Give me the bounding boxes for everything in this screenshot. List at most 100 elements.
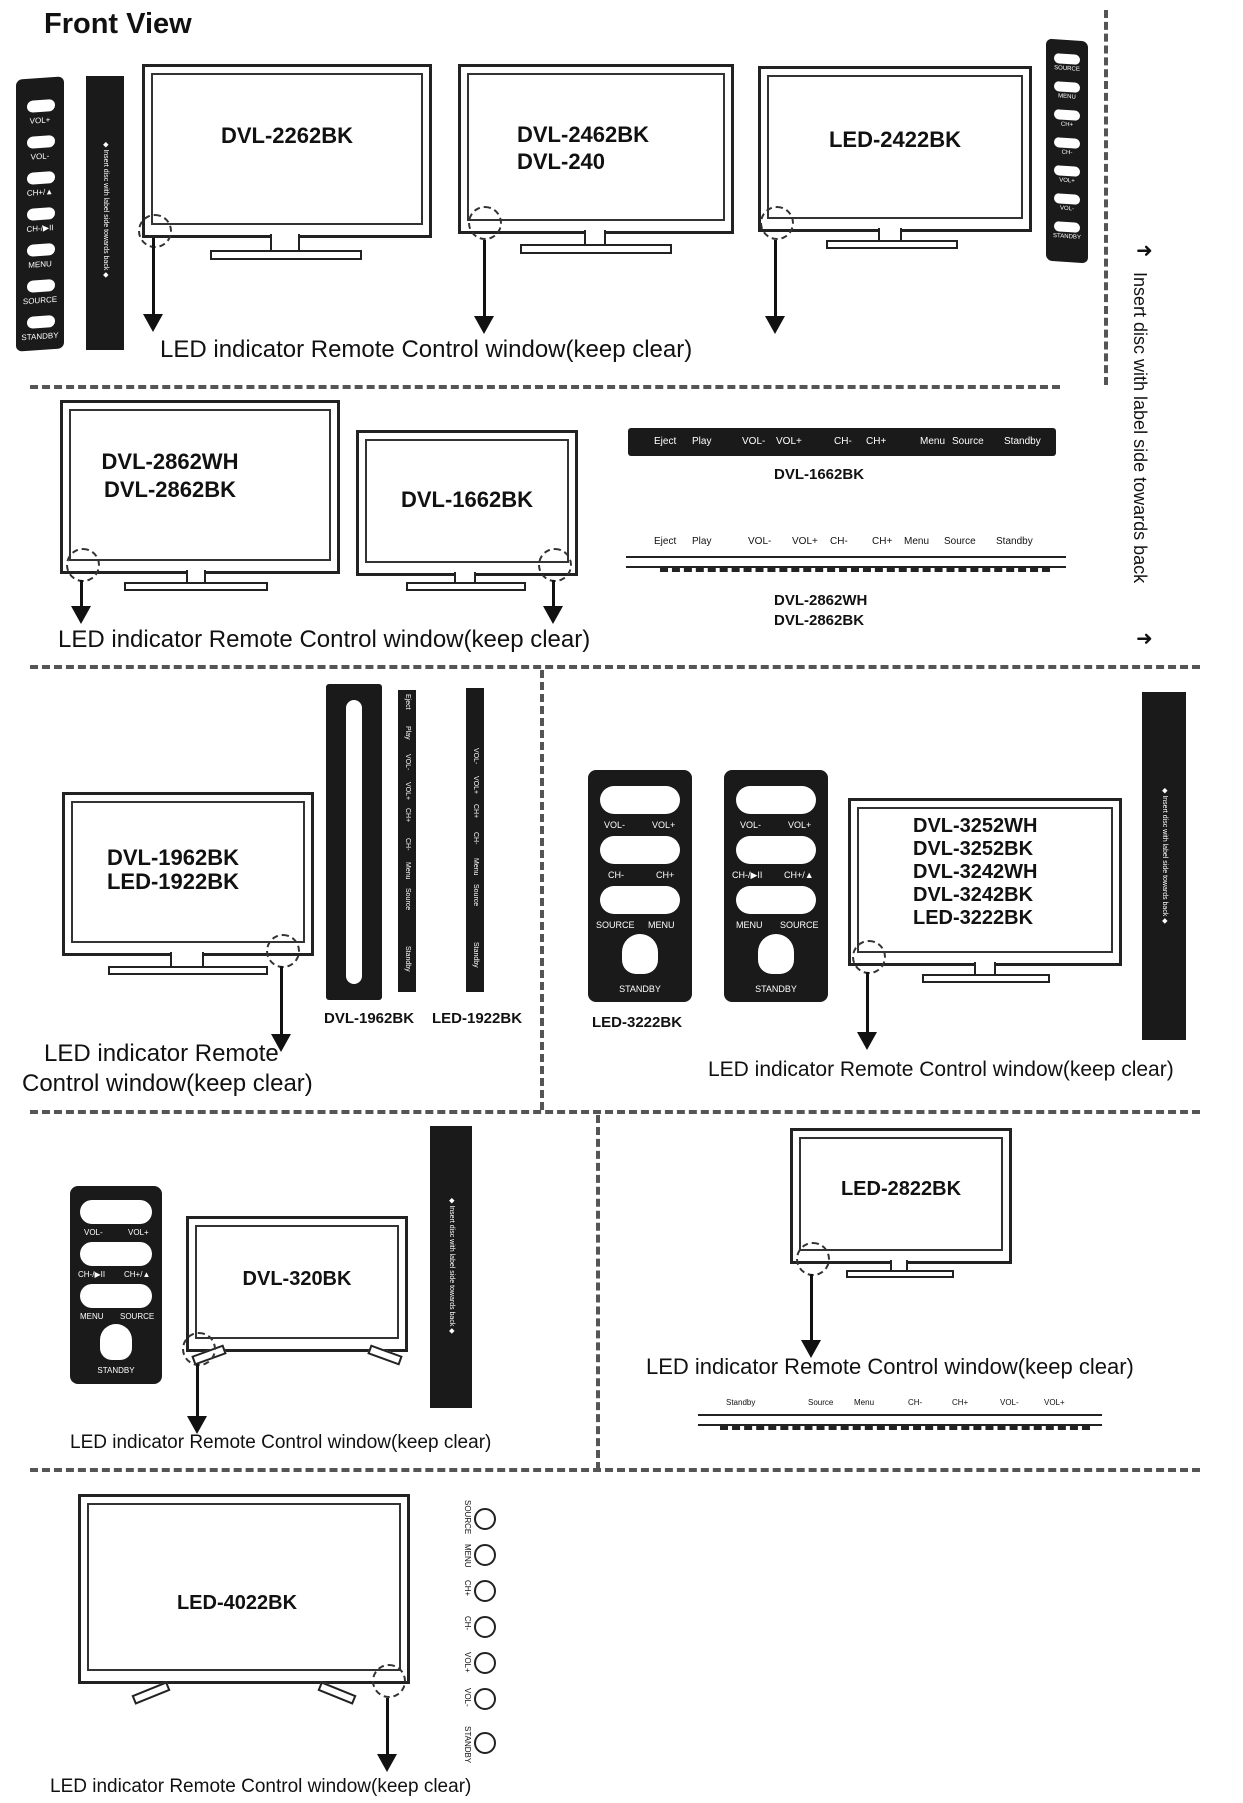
tv-stand-base — [922, 974, 1050, 983]
panel-button[interactable] — [27, 170, 55, 185]
arrow-icon — [143, 238, 163, 332]
model-label: DVL-2862WH — [101, 449, 239, 474]
panel-button[interactable] — [1054, 221, 1080, 233]
strip-button-label: VOL+ — [472, 776, 479, 795]
strip-note: ◆ Insert disc with label side towards ba… — [448, 1198, 455, 1334]
disc-slot-strip-3252: ◆ Insert disc with label side towards ba… — [1142, 692, 1186, 1040]
panel-label: MENU — [1058, 93, 1076, 101]
model-label: DVL-1962BK — [106, 845, 240, 870]
button-bar-led-2822bk — [698, 1414, 1102, 1426]
pad-button[interactable] — [600, 886, 680, 914]
tv-stand-neck — [454, 572, 476, 584]
panel-button[interactable] — [1054, 137, 1080, 149]
model-label: DVL-240 — [517, 149, 606, 174]
led-indicator-icon — [796, 1242, 830, 1276]
panel-label: SOURCE — [22, 294, 58, 307]
pad-label: CH+ — [656, 870, 675, 880]
pad-button[interactable] — [736, 886, 816, 914]
strip-button-label: Standby — [472, 942, 479, 968]
divider-3 — [30, 1110, 1200, 1114]
side-button[interactable] — [474, 1544, 496, 1566]
pad-button[interactable] — [736, 836, 816, 864]
tv-led-4022bk: LED-4022BK — [78, 1494, 410, 1684]
bar-button-label: Play — [692, 436, 712, 447]
strip-button-label: CH- — [472, 832, 479, 845]
led-caption: LED indicator Remote — [44, 1040, 279, 1067]
panel-button[interactable] — [1054, 193, 1080, 205]
panel-model-label: DVL-2862BK — [774, 612, 865, 629]
tv-stand-neck — [186, 570, 206, 584]
arrow-icon — [71, 580, 91, 624]
led-caption: LED indicator Remote Control window(keep… — [708, 1058, 1174, 1081]
arrow-icon-top: ➜ — [1136, 240, 1153, 262]
model-label: DVL-2862BK — [103, 477, 237, 502]
pad-label: STANDBY — [619, 984, 661, 994]
side-button[interactable] — [474, 1732, 496, 1754]
button-pad-c: VOL- VOL+ CH-/▶II CH+/▲ MENU SOURCE STAN… — [70, 1186, 162, 1384]
side-button[interactable] — [474, 1652, 496, 1674]
panel-button[interactable] — [27, 134, 55, 149]
divider-v-right — [1104, 10, 1108, 385]
model-label: LED-1922BK — [106, 869, 240, 894]
pad-button[interactable] — [622, 934, 658, 974]
tv-screen — [69, 409, 331, 561]
panel-button[interactable] — [1054, 81, 1080, 93]
button-bar-dvl-2862 — [626, 556, 1066, 568]
model-label: DVL-2262BK — [220, 123, 354, 148]
button-bar-keys — [720, 1426, 1090, 1434]
arrow-icon — [377, 1698, 397, 1772]
disc-slot-strip-1: ◆ Insert disc with label side towards ba… — [86, 76, 124, 350]
disc-slot — [346, 700, 362, 984]
panel-button[interactable] — [27, 278, 55, 293]
bar-button-label: Standby — [726, 1398, 756, 1407]
button-strip-1922: VOL- VOL+ CH+ CH- Menu Source Standby — [466, 688, 484, 992]
bar-button-label: CH+ — [872, 536, 893, 547]
pad-label: CH-/▶II — [78, 1270, 106, 1279]
panel-button[interactable] — [1054, 109, 1080, 121]
pad-button[interactable] — [758, 934, 794, 974]
bar-button-label: CH+ — [952, 1398, 969, 1407]
led-caption: LED indicator Remote Control window(keep… — [70, 1432, 492, 1453]
tv-stand-neck — [974, 962, 996, 976]
model-label: DVL-2462BK — [517, 122, 650, 147]
pad-button[interactable] — [80, 1242, 152, 1266]
bar-button-label: VOL+ — [776, 436, 802, 447]
side-button[interactable] — [474, 1616, 496, 1638]
pad-button[interactable] — [80, 1200, 152, 1224]
pad-label: VOL- — [84, 1228, 103, 1237]
button-pad-b: VOL- VOL+ CH-/▶II CH+/▲ MENU SOURCE STAN… — [724, 770, 828, 1002]
led-caption: LED indicator Remote Control window(keep… — [50, 1776, 472, 1797]
side-button[interactable] — [474, 1508, 496, 1530]
strip-button-label: CH- — [404, 838, 411, 851]
button-pad-a: VOL- VOL+ CH- CH+ SOURCE MENU STANDBY — [588, 770, 692, 1002]
model-label: DVL-3252BK — [913, 838, 1034, 860]
bar-button-label: Menu — [920, 436, 946, 447]
pad-label: SOURCE — [120, 1312, 155, 1321]
panel-button[interactable] — [27, 98, 55, 113]
model-label: LED-2822BK — [840, 1178, 962, 1200]
panel-button[interactable] — [27, 206, 55, 221]
model-label: LED-3222BK — [913, 907, 1034, 929]
pad-button[interactable] — [600, 786, 680, 814]
pad-label: VOL+ — [652, 820, 676, 830]
strip-button-label: Play — [404, 726, 411, 740]
panel-button[interactable] — [27, 314, 55, 329]
strip-button-label: Menu — [404, 862, 411, 880]
pad-button[interactable] — [80, 1284, 152, 1308]
pad-label: MENU — [736, 920, 763, 930]
pad-label: CH-/▶II — [732, 870, 763, 880]
panel-button[interactable] — [27, 242, 55, 257]
panel-label: STANDBY — [1053, 233, 1081, 241]
side-button[interactable] — [474, 1688, 496, 1710]
pad-button[interactable] — [600, 836, 680, 864]
pad-button[interactable] — [736, 786, 816, 814]
panel-button[interactable] — [1054, 165, 1080, 177]
control-panel-left: VOL+ VOL- CH+/▲ CH-/▶II MENU SOURCE STAN… — [16, 76, 64, 352]
led-indicator-icon — [538, 548, 572, 582]
pad-button[interactable] — [100, 1324, 132, 1360]
tv-dvl-2862: DVL-2862WH DVL-2862BK — [60, 400, 340, 574]
tv-stand-base — [520, 244, 672, 254]
panel-button[interactable] — [1054, 53, 1080, 65]
arrow-icon — [801, 1274, 821, 1358]
side-button[interactable] — [474, 1580, 496, 1602]
